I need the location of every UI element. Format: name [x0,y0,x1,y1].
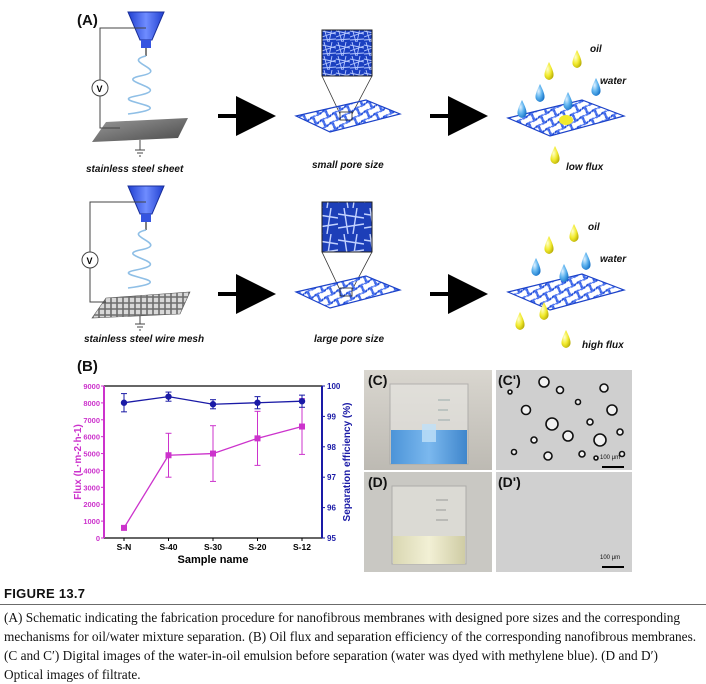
y-left-tick-label: 7000 [83,416,100,425]
label-stainless-steel-sheet: stainless steel sheet [86,164,184,175]
electrospin-setup-mesh [81,185,191,331]
y-left-tick-label: 0 [96,534,100,543]
y-left-tick-label: 2000 [83,500,100,509]
y-left-tick-label: 1000 [83,517,100,526]
membrane-large-pore [294,201,402,309]
photo-d-prime-micrograph [496,472,632,572]
label-oil-1: oil [590,44,602,55]
membrane-small-pore [294,29,402,133]
electrospin-setup-sheet [91,11,188,157]
label-low-flux: low flux [566,162,604,173]
data-point-square [121,524,127,531]
y-right-tick-label: 100 [327,382,341,391]
photo-c-prime-micrograph [496,370,632,470]
panel-b-letter: (B) [77,358,98,375]
voltage-symbol-2: V [87,256,93,266]
label-oil-2: oil [588,222,600,233]
x-axis-label: Sample name [178,554,249,566]
y-right-tick-label: 97 [327,473,336,482]
data-point-square [299,423,305,430]
x-tick-label: S-20 [249,542,267,552]
data-point-circle [254,399,261,406]
label-water-2: water [600,254,627,265]
figure-title: FIGURE 13.7 [4,586,86,601]
y-left-tick-label: 8000 [83,399,100,408]
scalebar-label-c-prime: 100 μm [600,455,621,461]
panel-a-letter: (A) [77,12,98,29]
scalebar-label-d-prime: 100 μm [600,555,621,561]
caption-divider [0,604,706,605]
data-point-circle [209,401,217,408]
photo-c-beaker-blue [364,370,492,470]
y-left-tick-label: 5000 [83,450,100,459]
figure-caption: (A) Schematic indicating the fabrication… [4,610,697,682]
y-left-tick-label: 9000 [83,382,100,391]
panel-d-letter: (D) [368,474,388,490]
photo-d-beaker-clear [364,472,492,572]
y-left-tick-label: 4000 [83,466,100,475]
separation-low-flux [506,50,626,164]
y-right-tick-label: 96 [327,504,336,513]
label-large-pore-size: large pore size [314,334,385,345]
x-tick-label: S-30 [204,542,222,552]
label-stainless-steel-wire-mesh: stainless steel wire mesh [84,334,205,345]
label-small-pore-size: small pore size [312,160,384,171]
y-left-tick-label: 3000 [83,483,100,492]
data-point-circle [120,399,128,406]
panel-d-prime-letter: (D') [498,474,521,490]
y-right-tick-label: 99 [327,412,336,421]
y-right-tick-label: 98 [327,443,336,452]
flux-efficiency-chart: 0 1000 2000 3000 4000 5000 6000 7000 8000 9000 95 9… [73,382,353,566]
y-left-tick-label: 6000 [83,433,100,442]
data-point-circle [298,398,306,405]
x-tick-label: S-12 [293,542,311,552]
label-water-1: water [600,76,627,87]
photo-panels [364,370,632,572]
data-point-square [210,450,216,457]
panel-c-prime-letter: (C') [498,372,521,388]
label-high-flux: high flux [582,340,624,351]
panel-c-letter: (C) [368,372,388,388]
panel-a-schematic: V V [81,11,626,348]
data-point-square [165,452,172,459]
x-tick-label: S-40 [160,542,178,552]
data-point-square [254,435,261,442]
y-right-axis-label: Separation efficiency (%) [342,403,353,522]
y-left-axis-label: Flux (L·m-2·h-1) [73,424,84,500]
x-tick-label: S-N [117,542,132,552]
y-right-tick-label: 95 [327,534,336,543]
voltage-symbol-1: V [97,84,103,94]
data-point-circle [165,393,172,400]
separation-high-flux [506,224,626,348]
